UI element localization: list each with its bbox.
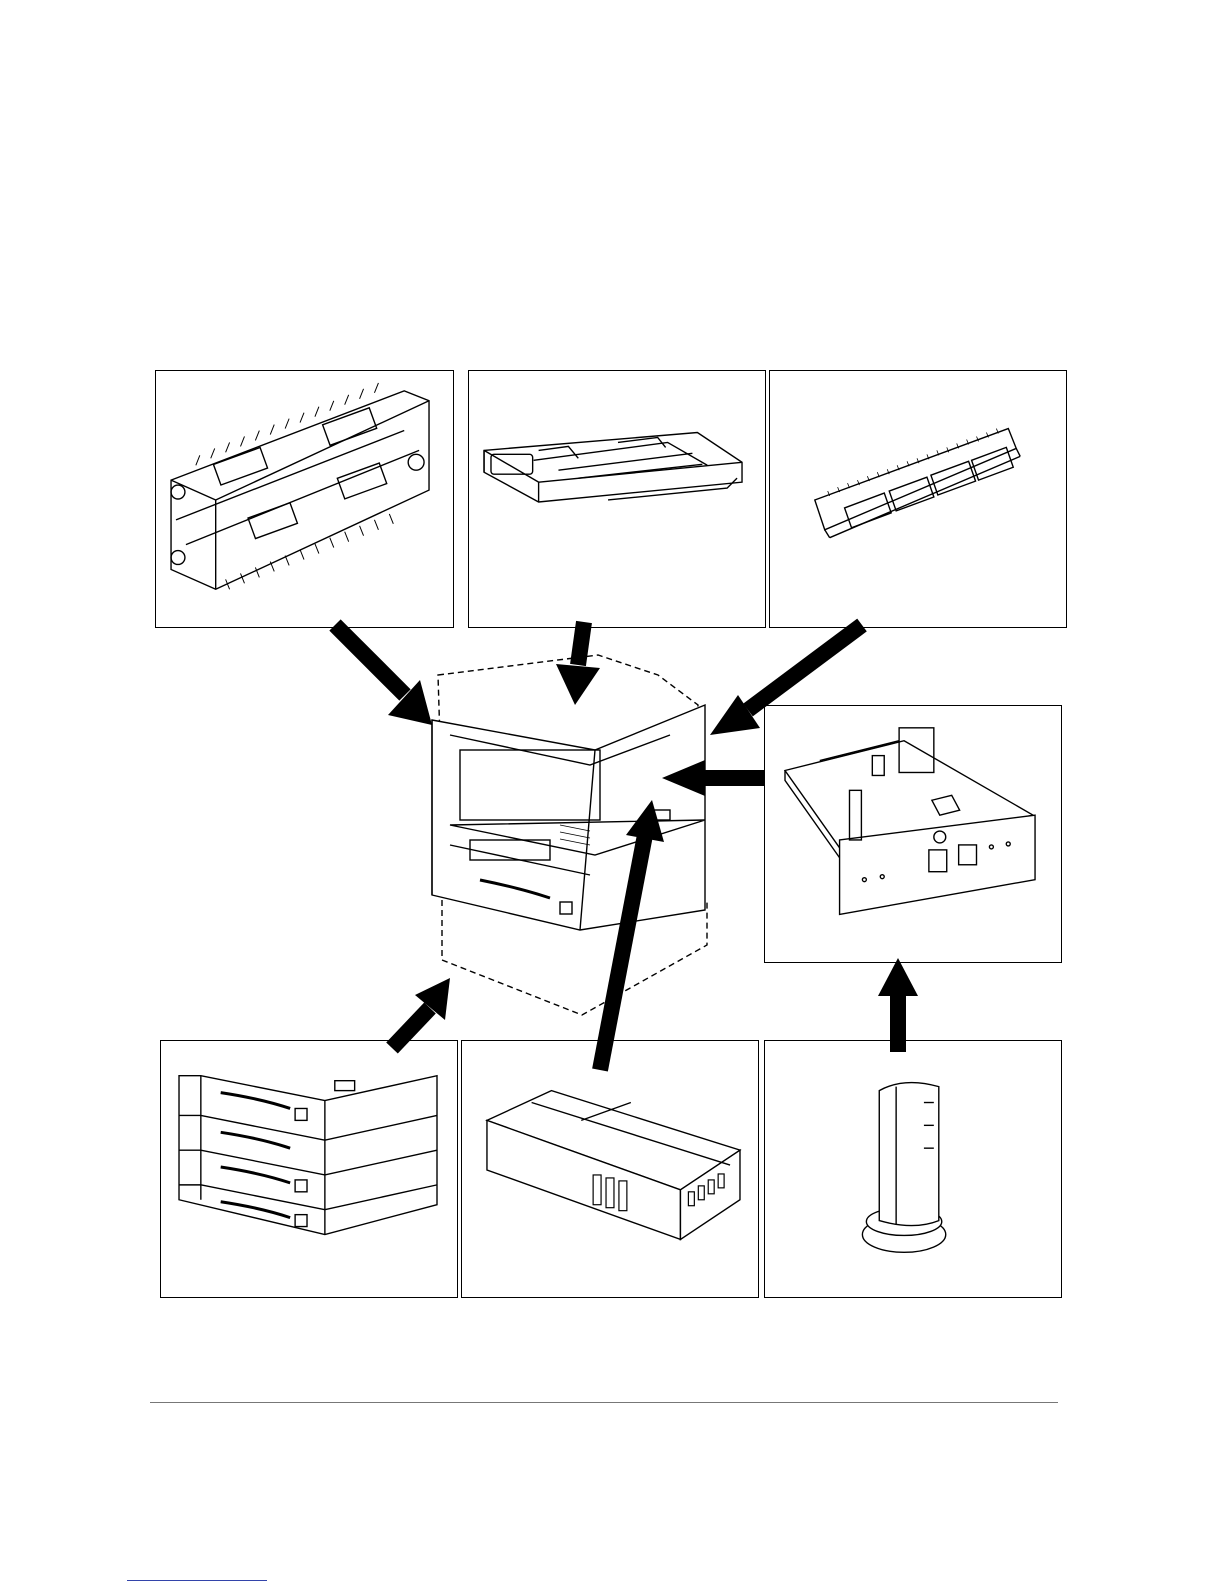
key-counter-icon: [765, 1041, 1061, 1297]
network-card-panel: [764, 705, 1062, 963]
paper-feeder-panel: [160, 1040, 458, 1298]
arrow-memory: [748, 625, 862, 710]
network-card-icon: [765, 706, 1061, 962]
memory-module-icon: [770, 371, 1066, 627]
footer-link-underline: [127, 1580, 267, 1581]
footer-rule: [150, 1402, 1058, 1403]
arrow-duplex: [335, 625, 405, 695]
duplex-unit-panel: [155, 370, 454, 628]
paper-feeder-icon: [161, 1041, 457, 1297]
memory-module-panel: [769, 370, 1067, 628]
arrow-key-counter-head: [878, 958, 918, 996]
duplex-unit-icon: [156, 371, 453, 627]
copier-main-unit: [420, 640, 720, 1040]
document-processor-icon: [469, 371, 765, 627]
document-processor-panel: [468, 370, 766, 628]
hard-disk-unit-icon: [462, 1041, 758, 1297]
hard-disk-unit-panel: [461, 1040, 759, 1298]
key-counter-panel: [764, 1040, 1062, 1298]
